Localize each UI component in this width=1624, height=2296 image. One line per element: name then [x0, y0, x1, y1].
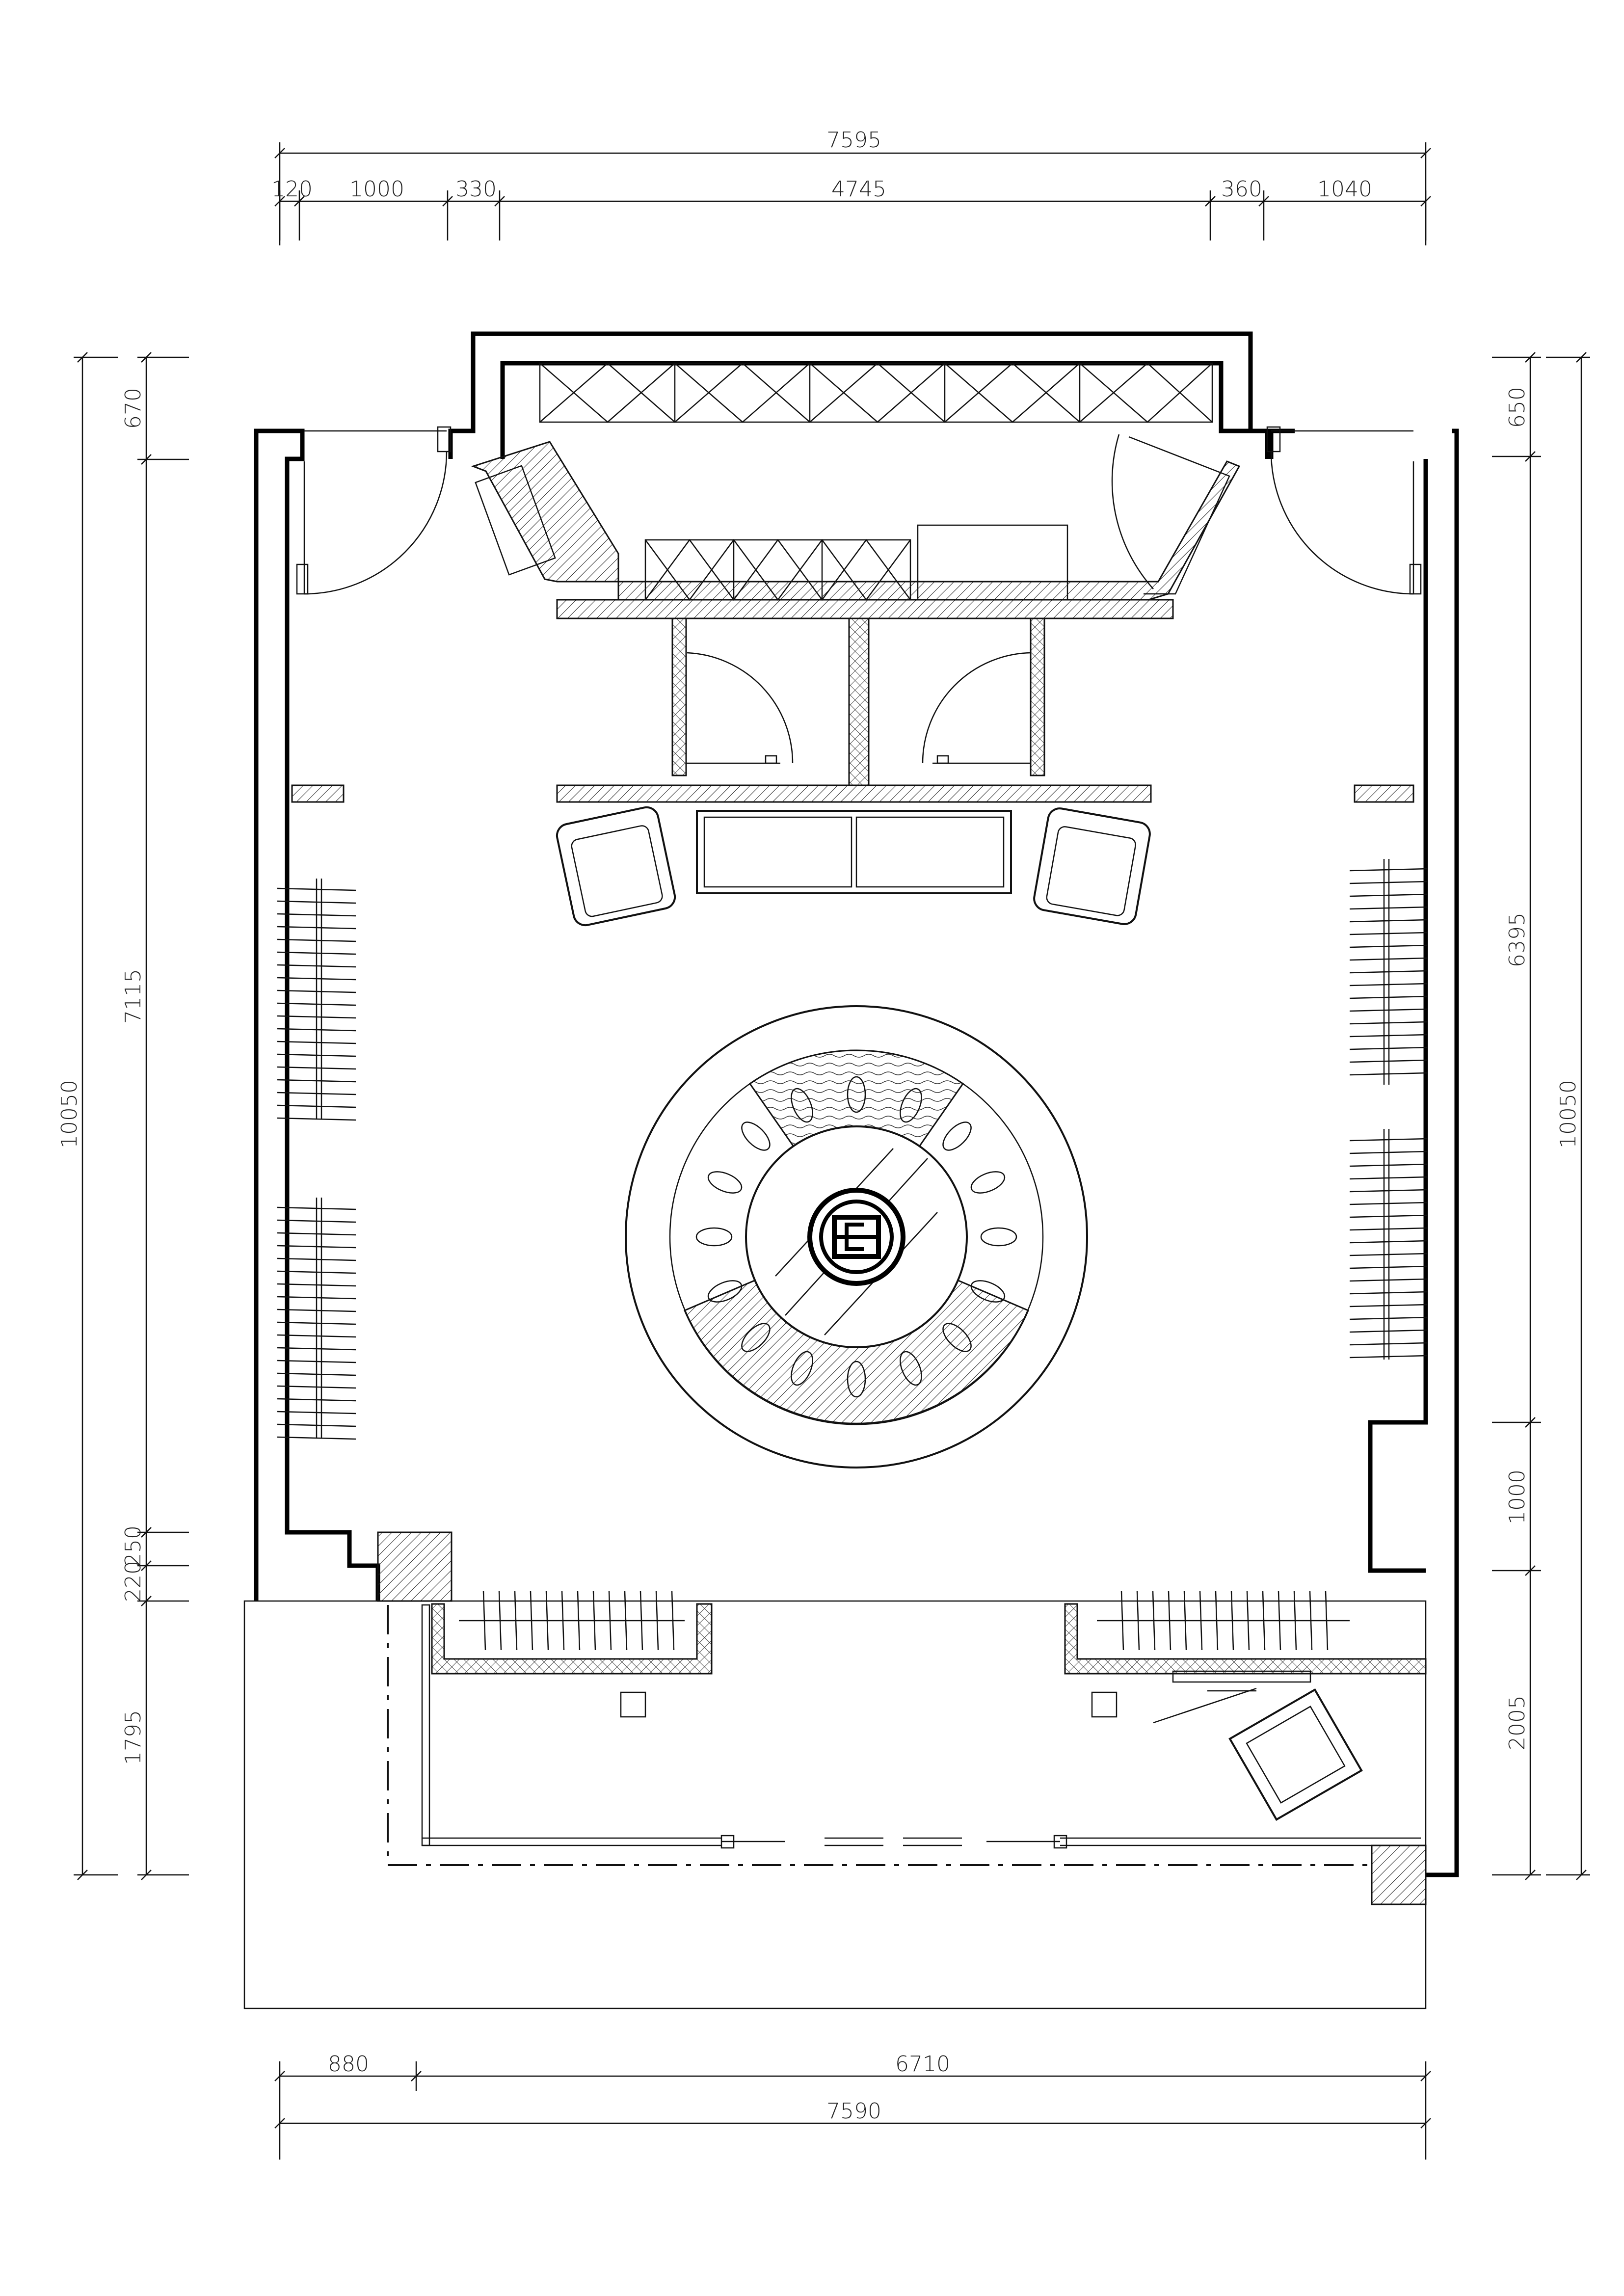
- shoe-icon: [980, 1227, 1017, 1247]
- dim-top-total-label: 7595: [826, 128, 881, 153]
- dim-left-seg-2: 7115: [121, 969, 146, 1024]
- fitting-room-door-right: [922, 652, 1032, 764]
- armchair-right: [1033, 807, 1151, 925]
- wall-racks: [277, 859, 1429, 1651]
- front-columns: [377, 1531, 1427, 1905]
- dim-left-seg-4: 250: [121, 1525, 146, 1567]
- front-stools: [620, 1691, 1118, 1718]
- hanging-rack-front-right: [1097, 1591, 1350, 1651]
- entry-door-right: [1266, 426, 1422, 595]
- hanging-rack-right-upper: [1349, 859, 1429, 1085]
- armchair-left: [556, 806, 676, 927]
- dimension-left-total: 10050: [57, 352, 118, 1880]
- shoe-displays: [695, 1076, 1017, 1398]
- dim-right-seg-3: 1000: [1505, 1469, 1530, 1524]
- dimension-bottom-segments: 880 6710: [274, 2052, 1431, 2160]
- shoe-icon: [847, 1076, 866, 1113]
- front-armchair: [1153, 1670, 1363, 1821]
- dim-top-seg-6: 1040: [1317, 177, 1372, 202]
- shoe-icon: [900, 1351, 922, 1386]
- storefront-glazing: [387, 1604, 1421, 1866]
- shoe-icon: [791, 1088, 813, 1123]
- street-boundary: [243, 1600, 1427, 2009]
- dim-left-total-label: 10050: [57, 1080, 82, 1148]
- dimension-left-segments: 670 7115 220 250 1795: [121, 352, 189, 1880]
- dim-top-seg-1: 120: [271, 177, 313, 202]
- dim-bottom-seg-2: 6710: [895, 2052, 950, 2077]
- shoe-icon: [695, 1227, 733, 1247]
- hanging-rack-left-lower: [277, 1198, 356, 1440]
- glass-display-counter: [696, 810, 1012, 894]
- shoe-icon: [707, 1171, 743, 1194]
- entry-door-left: [296, 426, 452, 595]
- hanging-rack-front-left: [459, 1591, 685, 1651]
- dim-bottom-total-label: 7590: [826, 2099, 881, 2124]
- dim-right-seg-1: 650: [1505, 387, 1530, 428]
- dim-top-seg-2: 1000: [349, 177, 404, 202]
- hanging-rack-left-upper: [277, 879, 356, 1121]
- front-display-ledges: [431, 1603, 1427, 1675]
- dim-right-total-label: 10050: [1556, 1080, 1581, 1148]
- dimension-bottom-total: 7590: [274, 2099, 1431, 2129]
- shoe-icon: [942, 1121, 972, 1151]
- round-display-platform: [625, 1005, 1088, 1468]
- fitting-room-partitions: [291, 617, 1414, 803]
- dim-top-seg-3: 330: [455, 177, 497, 202]
- dimension-right-total: 10050: [1546, 352, 1590, 1880]
- shoe-icon: [900, 1088, 922, 1123]
- shoe-icon: [741, 1121, 771, 1151]
- dimension-top-total: 7595: [274, 128, 1431, 245]
- dim-left-seg-3: 220: [121, 1561, 146, 1602]
- dimension-right-segments: 650 6395 1000 2005: [1492, 352, 1541, 1880]
- dim-left-seg-1: 670: [121, 388, 146, 429]
- dim-top-seg-5: 360: [1221, 177, 1262, 202]
- storage-door-left: [475, 465, 556, 576]
- shoe-icon: [791, 1351, 813, 1386]
- storage-shelving-top: [539, 362, 1213, 423]
- dim-right-seg-2: 6395: [1505, 912, 1530, 967]
- shoe-icon: [970, 1280, 1006, 1303]
- shoe-icon: [970, 1171, 1006, 1194]
- shoe-icon: [707, 1280, 743, 1303]
- dim-left-seg-5: 1795: [121, 1710, 146, 1765]
- hanging-rack-right-lower: [1349, 1129, 1429, 1360]
- brand-logo: [807, 1188, 905, 1286]
- storage-partition: [471, 441, 1241, 619]
- dimension-top-segments: 120 1000 330 4745 360 1040: [271, 177, 1431, 240]
- fitting-room-door-left: [685, 652, 794, 764]
- shoe-icon: [942, 1323, 972, 1352]
- dim-top-seg-4: 4745: [831, 177, 886, 202]
- shoe-icon: [741, 1323, 771, 1352]
- storage-door-right: [1111, 434, 1230, 595]
- shoe-icon: [847, 1361, 866, 1398]
- dim-bottom-seg-1: 880: [328, 2052, 369, 2077]
- dim-right-seg-4: 2005: [1505, 1695, 1530, 1750]
